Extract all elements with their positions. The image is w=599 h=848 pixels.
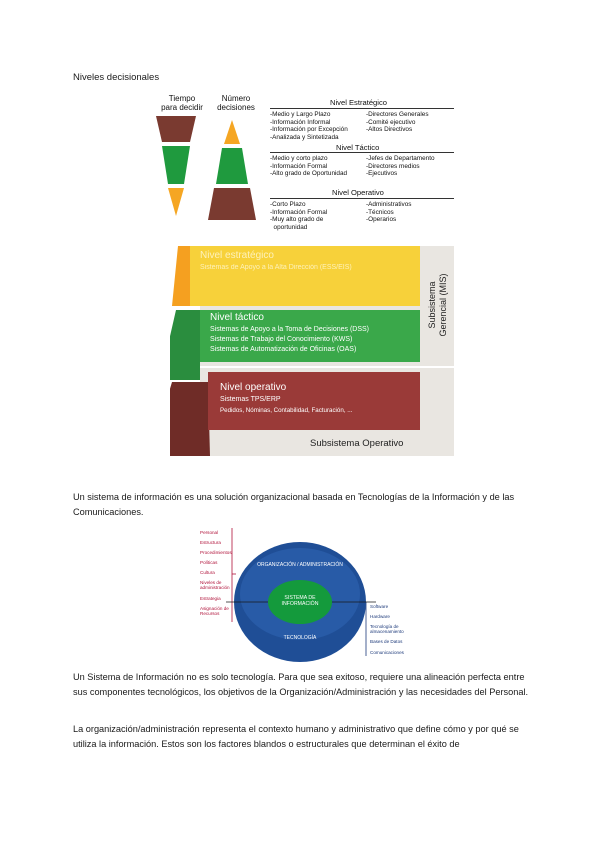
operational-characteristics: -Corto Plazo -Información Formal -Muy al… — [270, 201, 328, 231]
tech-component-label: Hardware — [370, 614, 390, 619]
operational-band-side — [170, 382, 210, 456]
tactical-band-side — [170, 310, 200, 380]
strategic-band-title: Nivel estratégico — [200, 250, 274, 261]
mis-subsystem-label-wrap: Subsistema Gerencial (MIS) — [417, 252, 457, 362]
org-component-label: Cultura — [200, 570, 215, 575]
level-name-operational: Nivel Operativo — [332, 188, 384, 197]
decision-count-header: Número decisiones — [217, 94, 255, 112]
decision-levels-figure: Tiempo para decidir Número decisiones Ni… — [148, 92, 454, 238]
level-divider — [270, 152, 454, 153]
org-component-label: Estructura — [200, 540, 221, 545]
time-green-segment — [162, 146, 190, 184]
tactical-roles: -Jefes de Departamento -Directores medio… — [366, 155, 435, 178]
level-name-tactical: Nivel Táctico — [336, 143, 380, 152]
strategic-band — [190, 246, 420, 306]
org-component-label: Asignación de Recursos — [200, 606, 229, 617]
pyramid-bands — [170, 246, 420, 456]
tactical-characteristics: -Medio y corto plazo -Información Formal… — [270, 155, 348, 178]
section-heading: Niveles decisionales — [73, 72, 160, 83]
time-orange-segment — [168, 188, 184, 216]
tactical-band — [200, 310, 420, 362]
components-diagram-graphic — [226, 528, 376, 662]
operational-band — [208, 372, 420, 430]
tactical-band-line: Sistemas de Trabajo del Conocimiento (KW… — [210, 336, 353, 343]
information-systems-pyramid: Nivel estratégico Sistemas de Apoyo a la… — [170, 240, 454, 456]
operational-band-title: Nivel operativo — [220, 382, 287, 393]
paragraph-definition: Un sistema de información es una solució… — [73, 492, 515, 517]
strategic-band-side — [172, 246, 190, 306]
tech-component-label: Tecnología de almacenamiento — [370, 624, 404, 635]
tactical-band-title: Nivel táctico — [210, 312, 264, 323]
operational-subsystem-label: Subsistema Operativo — [310, 438, 404, 449]
paragraph-alignment: Un Sistema de Información no es solo tec… — [73, 672, 529, 697]
tech-component-label: Comunicaciones — [370, 650, 404, 655]
center-ellipse — [268, 580, 332, 624]
org-component-label: Personal — [200, 530, 219, 535]
strategic-characteristics: -Medio y Largo Plazo -Información Inform… — [270, 111, 348, 141]
level-divider — [270, 108, 454, 109]
org-component-label: Niveles de administración — [200, 580, 230, 591]
tactical-band-line: Sistemas de Apoyo a la Toma de Decisione… — [210, 326, 370, 333]
org-component-label: Políticas — [200, 560, 218, 565]
org-component-label: Estrategia — [200, 596, 221, 601]
tech-component-label: Software — [370, 604, 389, 609]
decisions-brown-segment — [208, 188, 256, 220]
tech-component-label: Bases de Datos — [370, 639, 403, 644]
org-component-label: Procedimientos — [200, 550, 232, 555]
level-divider — [270, 198, 454, 199]
tactical-band-line: Sistemas de Automatización de Oficinas (… — [210, 346, 357, 353]
technology-label: TECNOLOGÍA — [283, 635, 317, 641]
org-admin-label: ORGANIZACIÓN / ADMINISTRACIÓN — [257, 562, 343, 568]
decisions-orange-segment — [224, 120, 240, 144]
time-to-decide-header: Tiempo para decidir — [161, 94, 203, 112]
pyramid-icons — [156, 116, 256, 220]
decisions-green-segment — [216, 148, 248, 184]
strategic-band-line: Sistemas de Apoyo a la Alta Dirección (E… — [200, 264, 352, 271]
level-name-strategic: Nivel Estratégico — [330, 98, 387, 107]
paragraph-organization: La organización/administración represent… — [73, 724, 519, 749]
time-brown-segment — [156, 116, 196, 142]
strategic-roles: -Directores Generales -Comité ejecutivo … — [366, 111, 429, 134]
mis-subsystem-label: Subsistema Gerencial (MIS) — [427, 273, 448, 337]
center-system-label: SISTEMA DE INFORMACIÓN — [281, 595, 319, 607]
operational-band-line: Pedidos, Nóminas, Contabilidad, Facturac… — [220, 407, 353, 414]
operational-roles: -Administrativos -Técnicos -Operarios — [366, 201, 412, 224]
information-system-components-diagram: Personal Estructura Procedimientos Polít… — [186, 524, 418, 662]
operational-band-line: Sistemas TPS/ERP — [220, 396, 281, 403]
